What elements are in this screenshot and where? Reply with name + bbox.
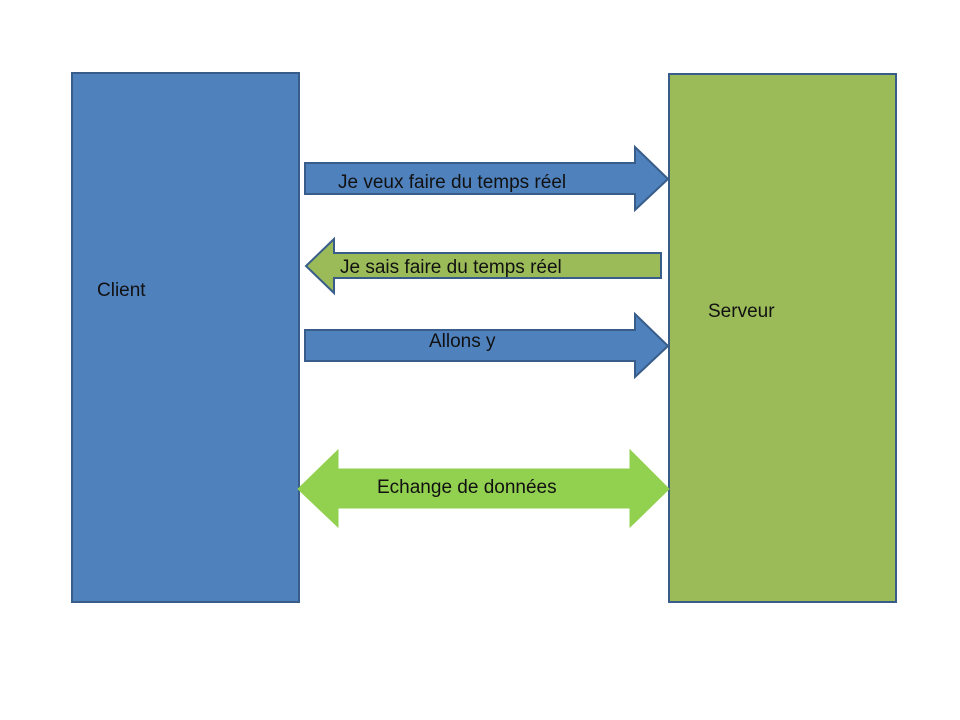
lets-go-label: Allons y <box>429 331 496 352</box>
client-box <box>71 72 300 603</box>
lets-go-arrow <box>304 311 670 380</box>
realtime-capable-label: Je sais faire du temps réel <box>340 257 562 278</box>
realtime-capable-arrow <box>304 236 662 296</box>
request-realtime-label: Je veux faire du temps réel <box>338 172 566 193</box>
request-realtime-arrow <box>304 144 670 213</box>
data-exchange-label: Echange de données <box>377 477 557 498</box>
server-label: Serveur <box>708 301 775 322</box>
server-box <box>668 73 897 603</box>
data-exchange-arrow <box>297 448 670 529</box>
client-label: Client <box>97 280 146 301</box>
